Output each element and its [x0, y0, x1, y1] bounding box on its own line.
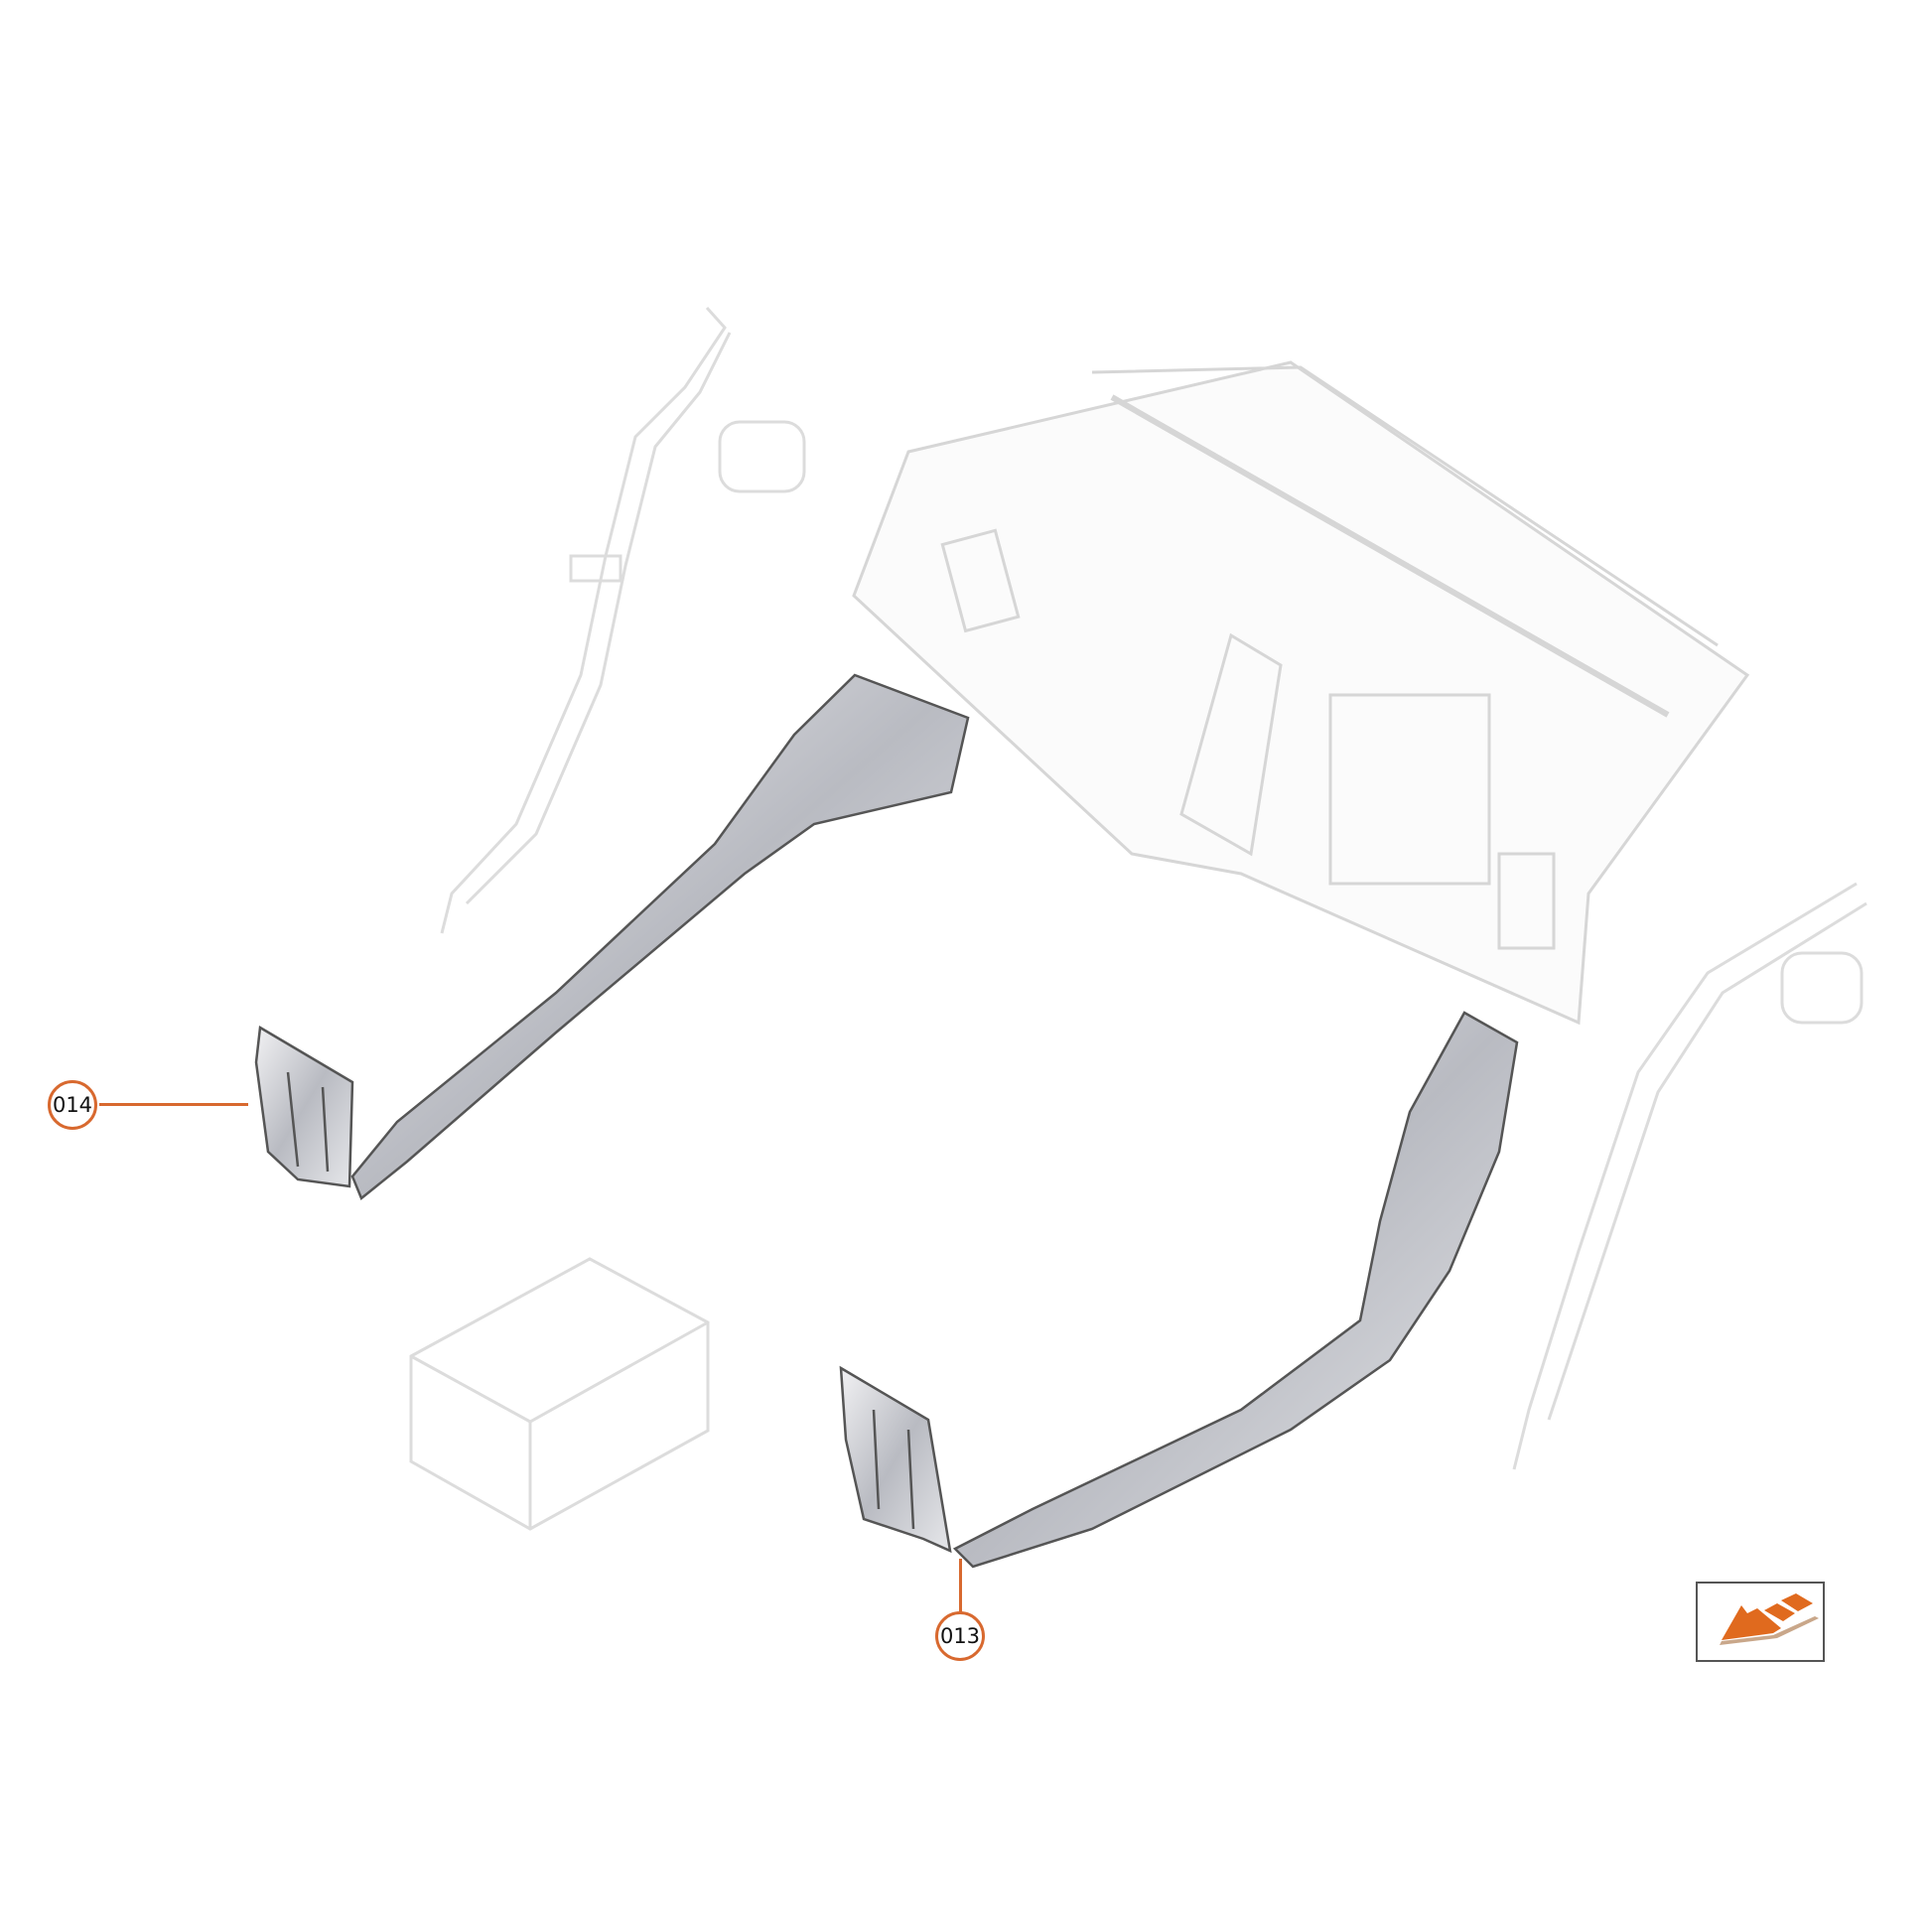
orange-arrow-direction-icon — [1720, 1593, 1819, 1645]
callout-014-label: 014 — [52, 1093, 93, 1117]
part-014-left-trim[interactable] — [254, 673, 970, 1201]
navigation-button[interactable] — [1696, 1582, 1825, 1662]
callout-014[interactable]: 014 — [48, 1080, 97, 1130]
right-seat-belt-context — [1512, 882, 1867, 1470]
callout-013[interactable]: 013 — [935, 1611, 985, 1661]
callout-014-leader — [99, 1103, 248, 1106]
hardware-box — [409, 1257, 710, 1531]
part-013-right-trim[interactable] — [839, 1011, 1519, 1569]
callout-013-label: 013 — [939, 1624, 981, 1648]
rear-panel-context — [852, 360, 1750, 1026]
callout-013-leader — [959, 1559, 962, 1612]
left-seat-belt-context — [440, 306, 806, 934]
